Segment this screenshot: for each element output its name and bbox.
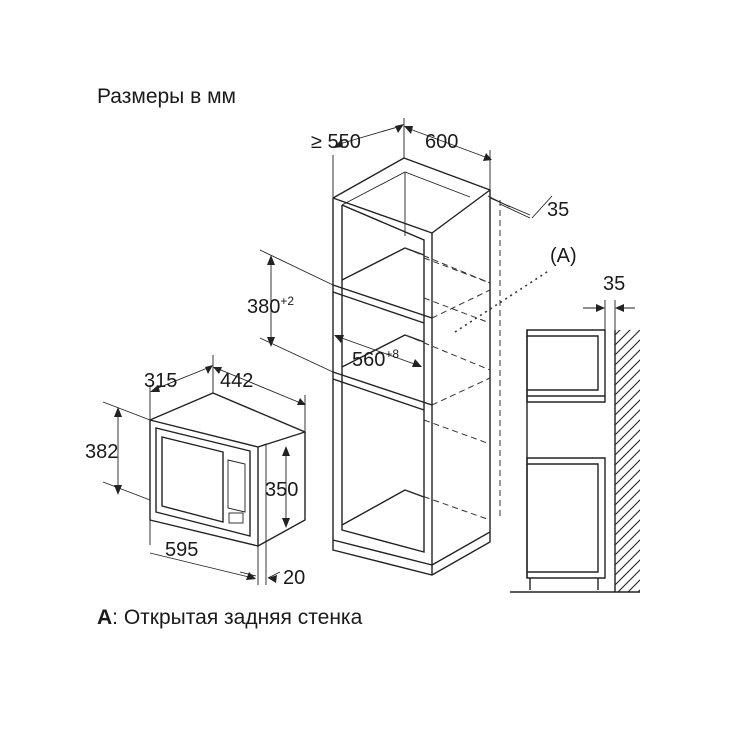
niche-width-dimension: 560+8 [334, 335, 422, 371]
oven-depth-label: 315 [144, 370, 177, 392]
oven-inner-height-label: 350 [265, 479, 298, 501]
niche-width-label: 560+8 [352, 347, 399, 371]
side-gap-label: 35 [603, 273, 625, 295]
microwave-oven [149, 392, 306, 547]
oven-width-dimension: 595 [149, 520, 259, 585]
footnote-key: A [97, 606, 113, 629]
niche-height-dimension: 380+2 [247, 249, 334, 373]
tall-cabinet [332, 157, 501, 576]
oven-height-label: 382 [85, 441, 118, 463]
cabinet-width-label: 600 [425, 131, 458, 153]
side-gap-dimension: 35 [583, 273, 635, 330]
frame-depth-label: 20 [283, 567, 305, 589]
footnote-text: : Открытая задняя стенка [112, 606, 363, 629]
oven-depth2-dimension: 442 [213, 367, 306, 432]
cabinet-width-dimension: 600 [404, 126, 492, 190]
side-section-cabinet [510, 329, 640, 593]
open-back-marker: (A) [454, 245, 577, 333]
wall-hatch [614, 330, 640, 592]
cabinet-depth-dimension: ≥ 550 [311, 118, 405, 198]
footnote: A: Открытая задняя стенка [97, 606, 362, 630]
oven-inner-height-dimension: 350 [265, 446, 298, 528]
oven-height-dimension: 382 [85, 401, 151, 501]
back-gap-dimension: 35 [487, 195, 569, 221]
back-gap-label: 35 [547, 199, 569, 221]
oven-depth-dimension: 315 [144, 355, 214, 420]
oven-width-label: 595 [165, 539, 198, 561]
cabinet-depth-label: ≥ 550 [311, 131, 361, 153]
open-back-label: (A) [550, 245, 577, 267]
oven-depth2-label: 442 [220, 370, 253, 392]
frame-depth-dimension: 20 [239, 541, 305, 589]
niche-height-label: 380+2 [247, 294, 294, 318]
page-title: Размеры в мм [97, 85, 236, 108]
